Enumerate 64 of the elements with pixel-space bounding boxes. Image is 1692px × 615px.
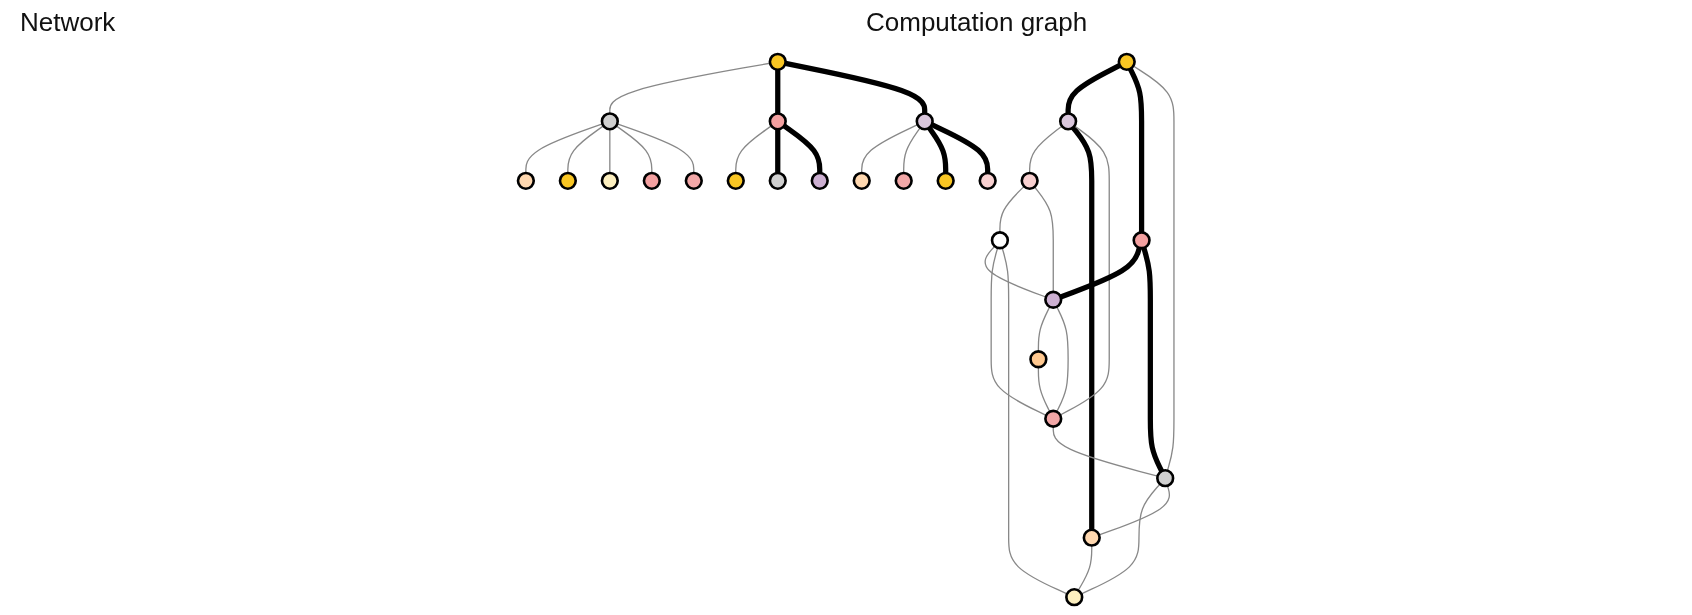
node-circle <box>852 171 871 190</box>
connector <box>999 185 1025 234</box>
connector <box>784 60 928 114</box>
panel-title: Network <box>19 6 117 38</box>
connector <box>616 123 695 174</box>
node-circle <box>768 171 787 190</box>
connector <box>984 245 1047 298</box>
node-circle <box>978 171 997 190</box>
node-circle <box>768 112 787 131</box>
connector <box>1052 425 1159 477</box>
node-circle <box>600 112 620 131</box>
connector <box>990 247 1047 416</box>
node-circle <box>1044 409 1063 428</box>
node-circle <box>936 171 955 190</box>
connector <box>927 126 949 173</box>
connector <box>525 123 604 174</box>
node-circle <box>684 171 703 190</box>
connector <box>930 122 991 173</box>
node-circle <box>768 52 787 72</box>
node-circle <box>516 171 536 190</box>
node-circle <box>600 171 620 190</box>
connector <box>1141 247 1165 473</box>
node-circle <box>1058 112 1078 131</box>
connector <box>567 125 605 174</box>
connector <box>609 128 611 174</box>
node-circle <box>990 231 1010 250</box>
node-circle <box>558 171 578 190</box>
connector <box>775 69 781 114</box>
node-circle <box>1029 350 1048 369</box>
node-circle <box>894 171 913 190</box>
node-circle <box>1132 231 1151 250</box>
node-circle <box>642 171 661 190</box>
connector <box>1001 247 1068 595</box>
connector <box>1077 544 1093 591</box>
node-circle <box>810 171 829 190</box>
node-circle <box>1082 528 1101 547</box>
connector <box>1037 366 1051 413</box>
node-circle <box>1117 52 1136 72</box>
connector <box>861 124 919 174</box>
connector <box>1056 306 1069 413</box>
connector <box>775 129 781 173</box>
connector <box>1037 306 1051 353</box>
connector <box>1132 65 1175 472</box>
connector <box>1059 125 1110 416</box>
connector <box>735 125 772 174</box>
connector <box>1029 125 1063 174</box>
connector <box>1127 67 1145 233</box>
node-circle <box>915 112 934 131</box>
node-circle <box>1044 290 1063 309</box>
connector <box>1080 483 1161 595</box>
panel-title: Computation graph <box>865 6 1089 38</box>
connector <box>782 123 823 173</box>
node-circle <box>726 171 745 190</box>
connector <box>1071 125 1095 530</box>
connector <box>903 127 921 174</box>
connector <box>609 62 771 115</box>
connector <box>1033 186 1054 293</box>
node-circle <box>1065 587 1084 607</box>
connector <box>1065 63 1121 114</box>
node-circle <box>1020 171 1039 190</box>
connector <box>1059 247 1142 300</box>
node-circle <box>1156 469 1175 488</box>
connector <box>1098 485 1171 536</box>
connector <box>615 125 653 174</box>
